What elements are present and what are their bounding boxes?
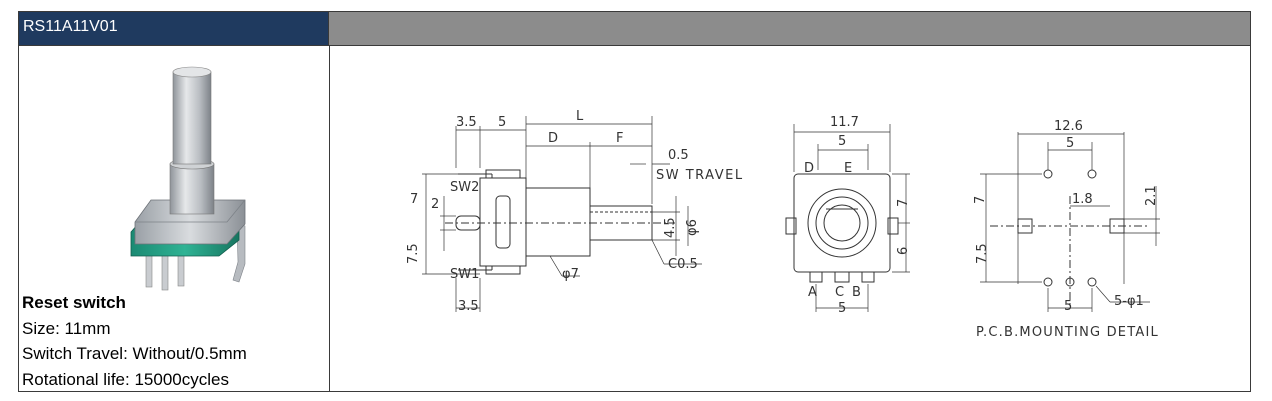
- front-view: 11.7 5 D E 7 6 A C B 5: [785, 115, 911, 316]
- front-dim-7: 7: [896, 199, 911, 207]
- pcb-view: 12.6 5 1.8 2.1 7 7.5: [973, 119, 1160, 340]
- dim-7-5: 7.5: [406, 243, 421, 264]
- header-divider: [19, 45, 1250, 46]
- pcb-dim-5-bottom: 5: [1064, 299, 1072, 314]
- dim-5: 5: [498, 115, 506, 130]
- dim-L: L: [576, 109, 584, 124]
- header-bar: [329, 12, 1250, 45]
- pcb-dim-7-5: 7.5: [975, 243, 990, 264]
- technical-drawing: 3.5 5 L D F 0.5 SW TRAVEL SW2 SW1 7 2 7.…: [406, 109, 1160, 340]
- front-dim-5-bottom: 5: [838, 301, 846, 316]
- pcb-dim-5-top: 5: [1066, 136, 1074, 151]
- column-divider: [329, 45, 330, 391]
- model-number: RS11A11V01: [23, 18, 118, 35]
- sw1-label: SW1: [450, 267, 479, 282]
- pcb-dim-12-6: 12.6: [1054, 119, 1083, 134]
- pcb-dim-1-8: 1.8: [1072, 192, 1093, 207]
- pin-label-B: B: [852, 285, 861, 300]
- dim-0-5: 0.5: [668, 148, 689, 163]
- label-D: D: [804, 161, 814, 176]
- spec-list: Reset switch Size: 11mm Switch Travel: W…: [22, 290, 247, 392]
- dim-4-5: 4.5: [663, 217, 678, 238]
- spec-travel: Switch Travel: Without/0.5mm: [22, 344, 247, 363]
- dim-phi6: φ6: [685, 219, 700, 236]
- dim-c0-5: C0.5: [668, 257, 698, 272]
- encoder-product-image: [130, 66, 246, 291]
- model-header: RS11A11V01: [19, 12, 329, 45]
- dim-7: 7: [410, 192, 418, 207]
- front-dim-5-top: 5: [838, 134, 846, 149]
- product-card: RS11A11V01: [18, 11, 1251, 392]
- dim-11-7: 11.7: [830, 115, 859, 130]
- dim-3-5-bottom: 3.5: [458, 299, 479, 314]
- front-dim-6: 6: [896, 247, 911, 255]
- pin-label-C: C: [835, 285, 844, 300]
- sw2-label: SW2: [450, 180, 479, 195]
- dim-phi7: φ7: [562, 267, 579, 282]
- dim-F: F: [616, 131, 623, 146]
- dim-D: D: [548, 131, 558, 146]
- sw-travel-label: SW TRAVEL: [656, 168, 744, 183]
- side-view: 3.5 5 L D F 0.5 SW TRAVEL SW2 SW1 7 2 7.…: [406, 109, 744, 314]
- pin-label-A: A: [808, 285, 817, 300]
- label-E: E: [844, 161, 852, 176]
- pcb-dim-7: 7: [973, 196, 988, 204]
- dim-2: 2: [431, 197, 439, 212]
- spec-life: Rotational life: 15000cycles: [22, 369, 229, 389]
- spec-size: Size: 11mm: [22, 318, 111, 338]
- pcb-holes-label: 5-φ1: [1114, 294, 1144, 309]
- pcb-caption: P.C.B.MOUNTING DETAIL: [976, 325, 1159, 340]
- pcb-dim-2-1: 2.1: [1144, 185, 1159, 206]
- dim-3-5-top: 3.5: [456, 115, 477, 130]
- spec-title: Reset switch: [22, 293, 126, 312]
